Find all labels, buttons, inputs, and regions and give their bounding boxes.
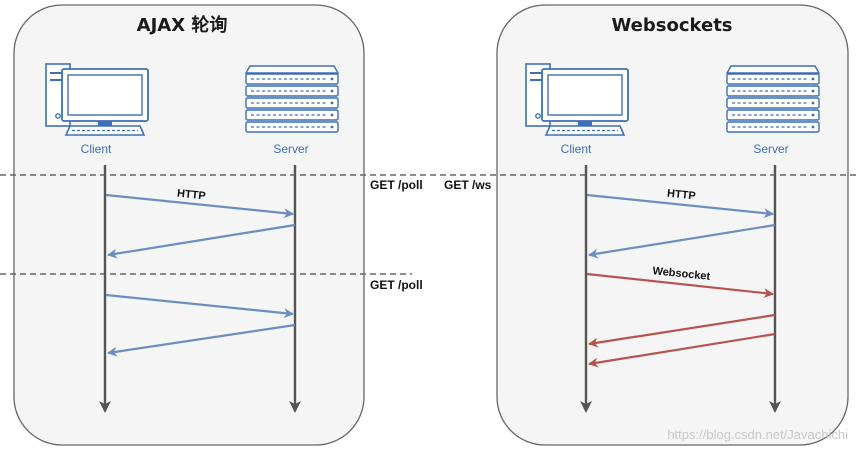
ws-server-rack-icon bbox=[726, 65, 820, 133]
ws-upgrade-arrow bbox=[586, 272, 774, 299]
ajax-response-arrow-2 bbox=[107, 323, 296, 357]
ws-websocket-label: Websocket bbox=[652, 265, 711, 283]
ws-http-response-arrow bbox=[588, 223, 776, 259]
ajax-panel-title: AJAX 轮询 bbox=[137, 14, 228, 36]
get-ws-label: GET /ws bbox=[444, 178, 492, 192]
websockets-panel-title: Websockets bbox=[611, 15, 732, 36]
ws-push-arrow-1 bbox=[588, 313, 776, 348]
ajax-client-label: Client bbox=[81, 142, 112, 156]
ajax-request-arrow-2 bbox=[105, 293, 294, 319]
ajax-request-arrow-1 bbox=[105, 193, 294, 219]
get-poll-label-1: GET /poll bbox=[370, 178, 423, 192]
ws-http-label: HTTP bbox=[666, 188, 696, 203]
ws-client-label: Client bbox=[561, 142, 592, 156]
ws-http-request-arrow bbox=[586, 193, 774, 219]
ajax-response-arrow-1 bbox=[107, 223, 296, 259]
get-poll-label-2: GET /poll bbox=[370, 278, 423, 292]
ws-push-arrow-2 bbox=[588, 332, 776, 368]
ajax-server-rack-icon bbox=[245, 65, 339, 133]
ajax-http-label: HTTP bbox=[176, 188, 206, 203]
ajax-server-label: Server bbox=[273, 142, 308, 156]
watermark-text: https://blog.csdn.net/Javachichi bbox=[667, 427, 848, 442]
ws-server-label: Server bbox=[753, 142, 788, 156]
